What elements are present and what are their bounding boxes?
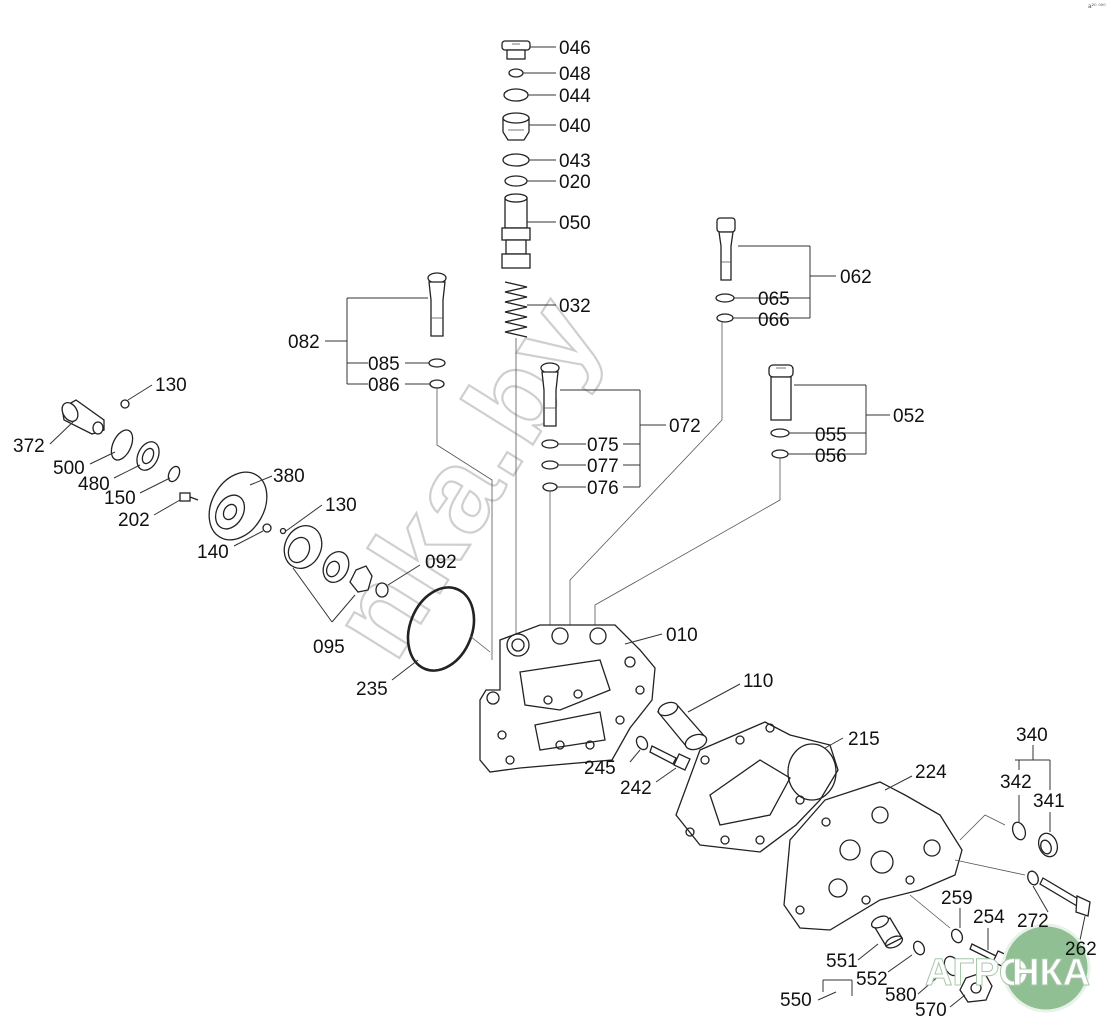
callout-130-top: 130 [155,375,187,396]
callout-551: 551 [826,951,858,972]
housing-224-drawing [783,775,963,931]
callout-341: 341 [1033,791,1065,812]
logo-circle [1001,923,1091,1013]
callout-056: 056 [815,446,847,467]
oring-043-drawing [502,153,530,167]
plug-040-drawing [502,112,530,141]
callout-245: 245 [584,758,616,779]
callout-072: 072 [669,416,701,437]
callout-010: 010 [666,625,698,646]
callout-066: 066 [758,310,790,331]
callout-032: 032 [559,296,591,317]
callout-342: 342 [1000,772,1032,793]
bolt-262-washer-272-drawing [954,859,1091,941]
spring-032-drawing [504,281,528,338]
callout-235: 235 [356,679,388,700]
logo-left-text: АГРО [925,952,1028,994]
callout-052: 052 [893,406,925,427]
piston-050-drawing [501,193,531,269]
valve-group-072 [540,362,666,625]
callout-040: 040 [559,116,591,137]
watermark: nka.by [305,271,628,678]
callout-labels: 046 048 044 040 043 020 050 032 062 065 … [13,38,1097,1021]
housing-010-drawing [479,624,663,773]
left-assembly [49,384,491,681]
snap-ring-044-drawing [503,88,529,102]
callout-580: 580 [885,985,917,1006]
callout-500: 500 [53,458,85,479]
logo-right-text: НКА [1012,952,1090,994]
callout-048: 048 [559,64,591,85]
callout-254: 254 [973,907,1005,928]
plug-046-drawing [501,40,531,60]
valve-group-052 [594,364,890,628]
oring-020-drawing [504,175,528,187]
oring-048-drawing [508,68,524,78]
callout-085: 085 [368,354,400,375]
filter-110-drawing [656,683,741,751]
callout-550: 550 [780,990,812,1011]
corner-mark: a²⁰ ⁰⁰⁰ [1088,3,1106,10]
valve-group-082 [325,272,493,660]
callout-050: 050 [559,213,591,234]
callout-092: 092 [425,552,457,573]
callout-259: 259 [941,888,973,909]
callout-076: 076 [587,478,619,499]
callout-242: 242 [620,778,652,799]
bolt-242-washer-245-drawing [629,735,691,783]
callout-150: 150 [104,488,136,509]
callout-552: 552 [856,969,888,990]
callout-086: 086 [368,375,400,396]
callout-262: 262 [1065,939,1097,960]
callout-044: 044 [559,86,591,107]
callout-202: 202 [118,510,150,531]
callout-215: 215 [848,729,880,750]
callout-046: 046 [559,38,591,59]
callout-340: 340 [1016,725,1048,746]
callout-224: 224 [915,762,947,783]
callout-055: 055 [815,425,847,446]
group-340-drawing [959,745,1059,858]
fittings-550-drawing [817,915,993,1008]
callout-043: 043 [559,151,591,172]
callout-480: 480 [78,474,110,495]
callout-372: 372 [13,436,45,457]
callout-570: 570 [915,1000,947,1021]
callout-062: 062 [840,267,872,288]
callout-130-mid: 130 [325,495,357,516]
callout-110: 110 [743,671,773,692]
callout-020: 020 [559,172,591,193]
valve-stack [501,40,556,640]
callout-077: 077 [587,456,619,477]
callout-065: 065 [758,289,790,310]
cover-215-drawing [675,721,844,853]
callout-075: 075 [587,435,619,456]
agro-nka-logo: АГРО НКА [925,923,1091,1013]
callout-272: 272 [1017,911,1049,932]
callout-380: 380 [273,466,305,487]
callout-140: 140 [197,542,229,563]
callout-095: 095 [313,637,345,658]
valve-group-062 [569,217,836,625]
callout-082: 082 [288,332,320,353]
